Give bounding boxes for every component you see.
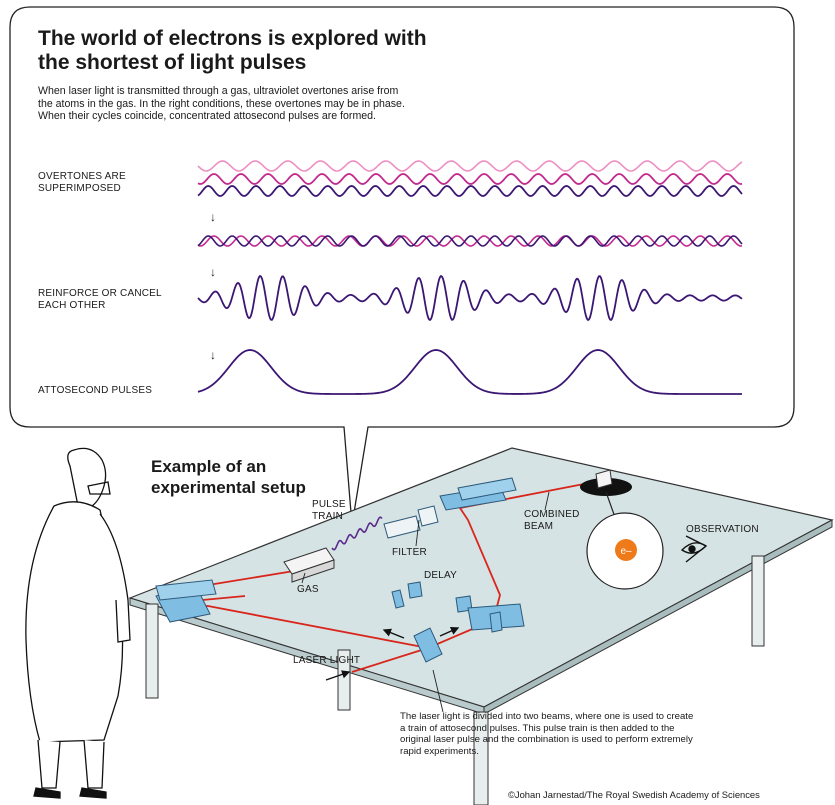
callout-bubble [9,6,795,526]
arrow-down-icon-2: ↓ [210,265,216,279]
optics [155,477,525,663]
gas-label: GAS [297,584,319,595]
laser-input-arrow [325,670,351,681]
wave-superimposed-purple [197,235,743,247]
target-stage [580,469,632,496]
arrow-down-icon-3: ↓ [210,348,216,362]
wave-superimposed-magenta [197,235,743,247]
overtones-label: OVERTONES ARE SUPERIMPOSED [38,171,126,194]
split-arrow-right [439,627,460,637]
electron-symbol: e– [620,546,632,557]
main-title: The world of electrons is explored with … [38,27,427,74]
pulse-train-label: PULSE TRAIN [312,499,346,522]
wave-reinforce-cancel [197,274,743,322]
filter-label: FILTER [392,547,427,558]
setup-title: Example of an experimental setup [151,457,306,497]
electron-dot [615,539,637,561]
laser-light-label: LASER LIGHT [293,655,361,666]
wave-overtone-purple [197,185,743,197]
wave-overtone-pink [197,160,743,172]
observation-label: OBSERVATION [686,524,759,535]
setup-caption: The laser light is divided into two beam… [400,711,694,758]
eye-icon [680,535,708,563]
intro-paragraph: When laser light is transmitted through … [38,85,405,123]
scientist-figure [25,447,131,799]
delay-label: DELAY [424,570,458,581]
lab-table [128,447,834,805]
wave-overtone-magenta [197,173,743,185]
combined-beam-label: COMBINED BEAM [524,509,580,532]
gas-cell [283,547,335,583]
split-arrow-left [382,628,405,639]
leader-lines [301,491,550,713]
credit-line: ©Johan Jarnestad/The Royal Swedish Acade… [508,789,760,800]
attosecond-label: ATTOSECOND PULSES [38,385,153,396]
reinforce-label: REINFORCE OR CANCEL EACH OTHER [38,288,162,311]
arrow-down-icon-1: ↓ [210,210,216,224]
wave-attosecond-pulses [197,349,742,395]
pulse-train-squiggle [331,516,383,551]
